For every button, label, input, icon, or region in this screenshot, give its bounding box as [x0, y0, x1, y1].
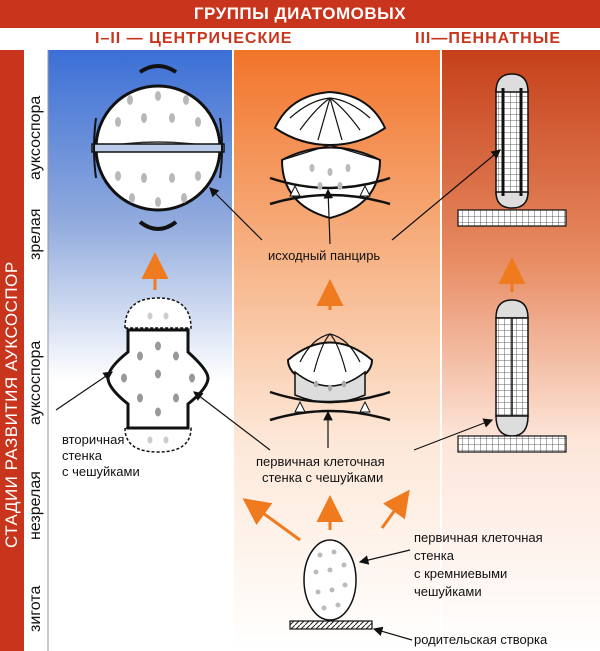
label-primary-silica-4: чешуйками — [414, 584, 482, 599]
centric-mature-auxospore — [91, 64, 225, 231]
centric-mature-with-frustule — [269, 90, 391, 220]
pennate-immature-auxospore — [457, 299, 567, 453]
centric-immature-with-frustule — [269, 333, 391, 422]
label-primary-silica-2: стенка — [414, 548, 454, 563]
side-bar — [0, 50, 24, 651]
label-primary-silica-1: первичная клеточная — [414, 530, 543, 545]
pointer-arrows — [55, 149, 501, 641]
label-secondary-wall-3: с чешуйками — [62, 464, 140, 479]
centric-immature-auxospore — [106, 297, 210, 453]
label-secondary-wall-2: стенка — [62, 448, 102, 463]
header-title: ГРУППЫ ДИАТОМОВЫХ — [0, 0, 600, 28]
label-primary-scales-2: стенка с чешуйками — [262, 470, 384, 485]
label-secondary-wall-1: вторичная — [62, 432, 125, 447]
label-parent-valve: родительская створка — [414, 632, 548, 647]
stage-arrows — [141, 252, 526, 542]
label-original-frustule: исходный панцирь — [268, 248, 381, 263]
header-pennate: III—ПЕННАТНЫЕ — [415, 30, 562, 47]
zygote — [289, 539, 373, 630]
label-primary-silica-3: с кремниевыми — [414, 566, 508, 581]
header-centric: I–II — ЦЕНТРИЧЕСКИЕ — [95, 30, 293, 47]
label-primary-scales-1: первичная клеточная — [256, 454, 385, 469]
pennate-mature-auxospore — [457, 73, 567, 227]
